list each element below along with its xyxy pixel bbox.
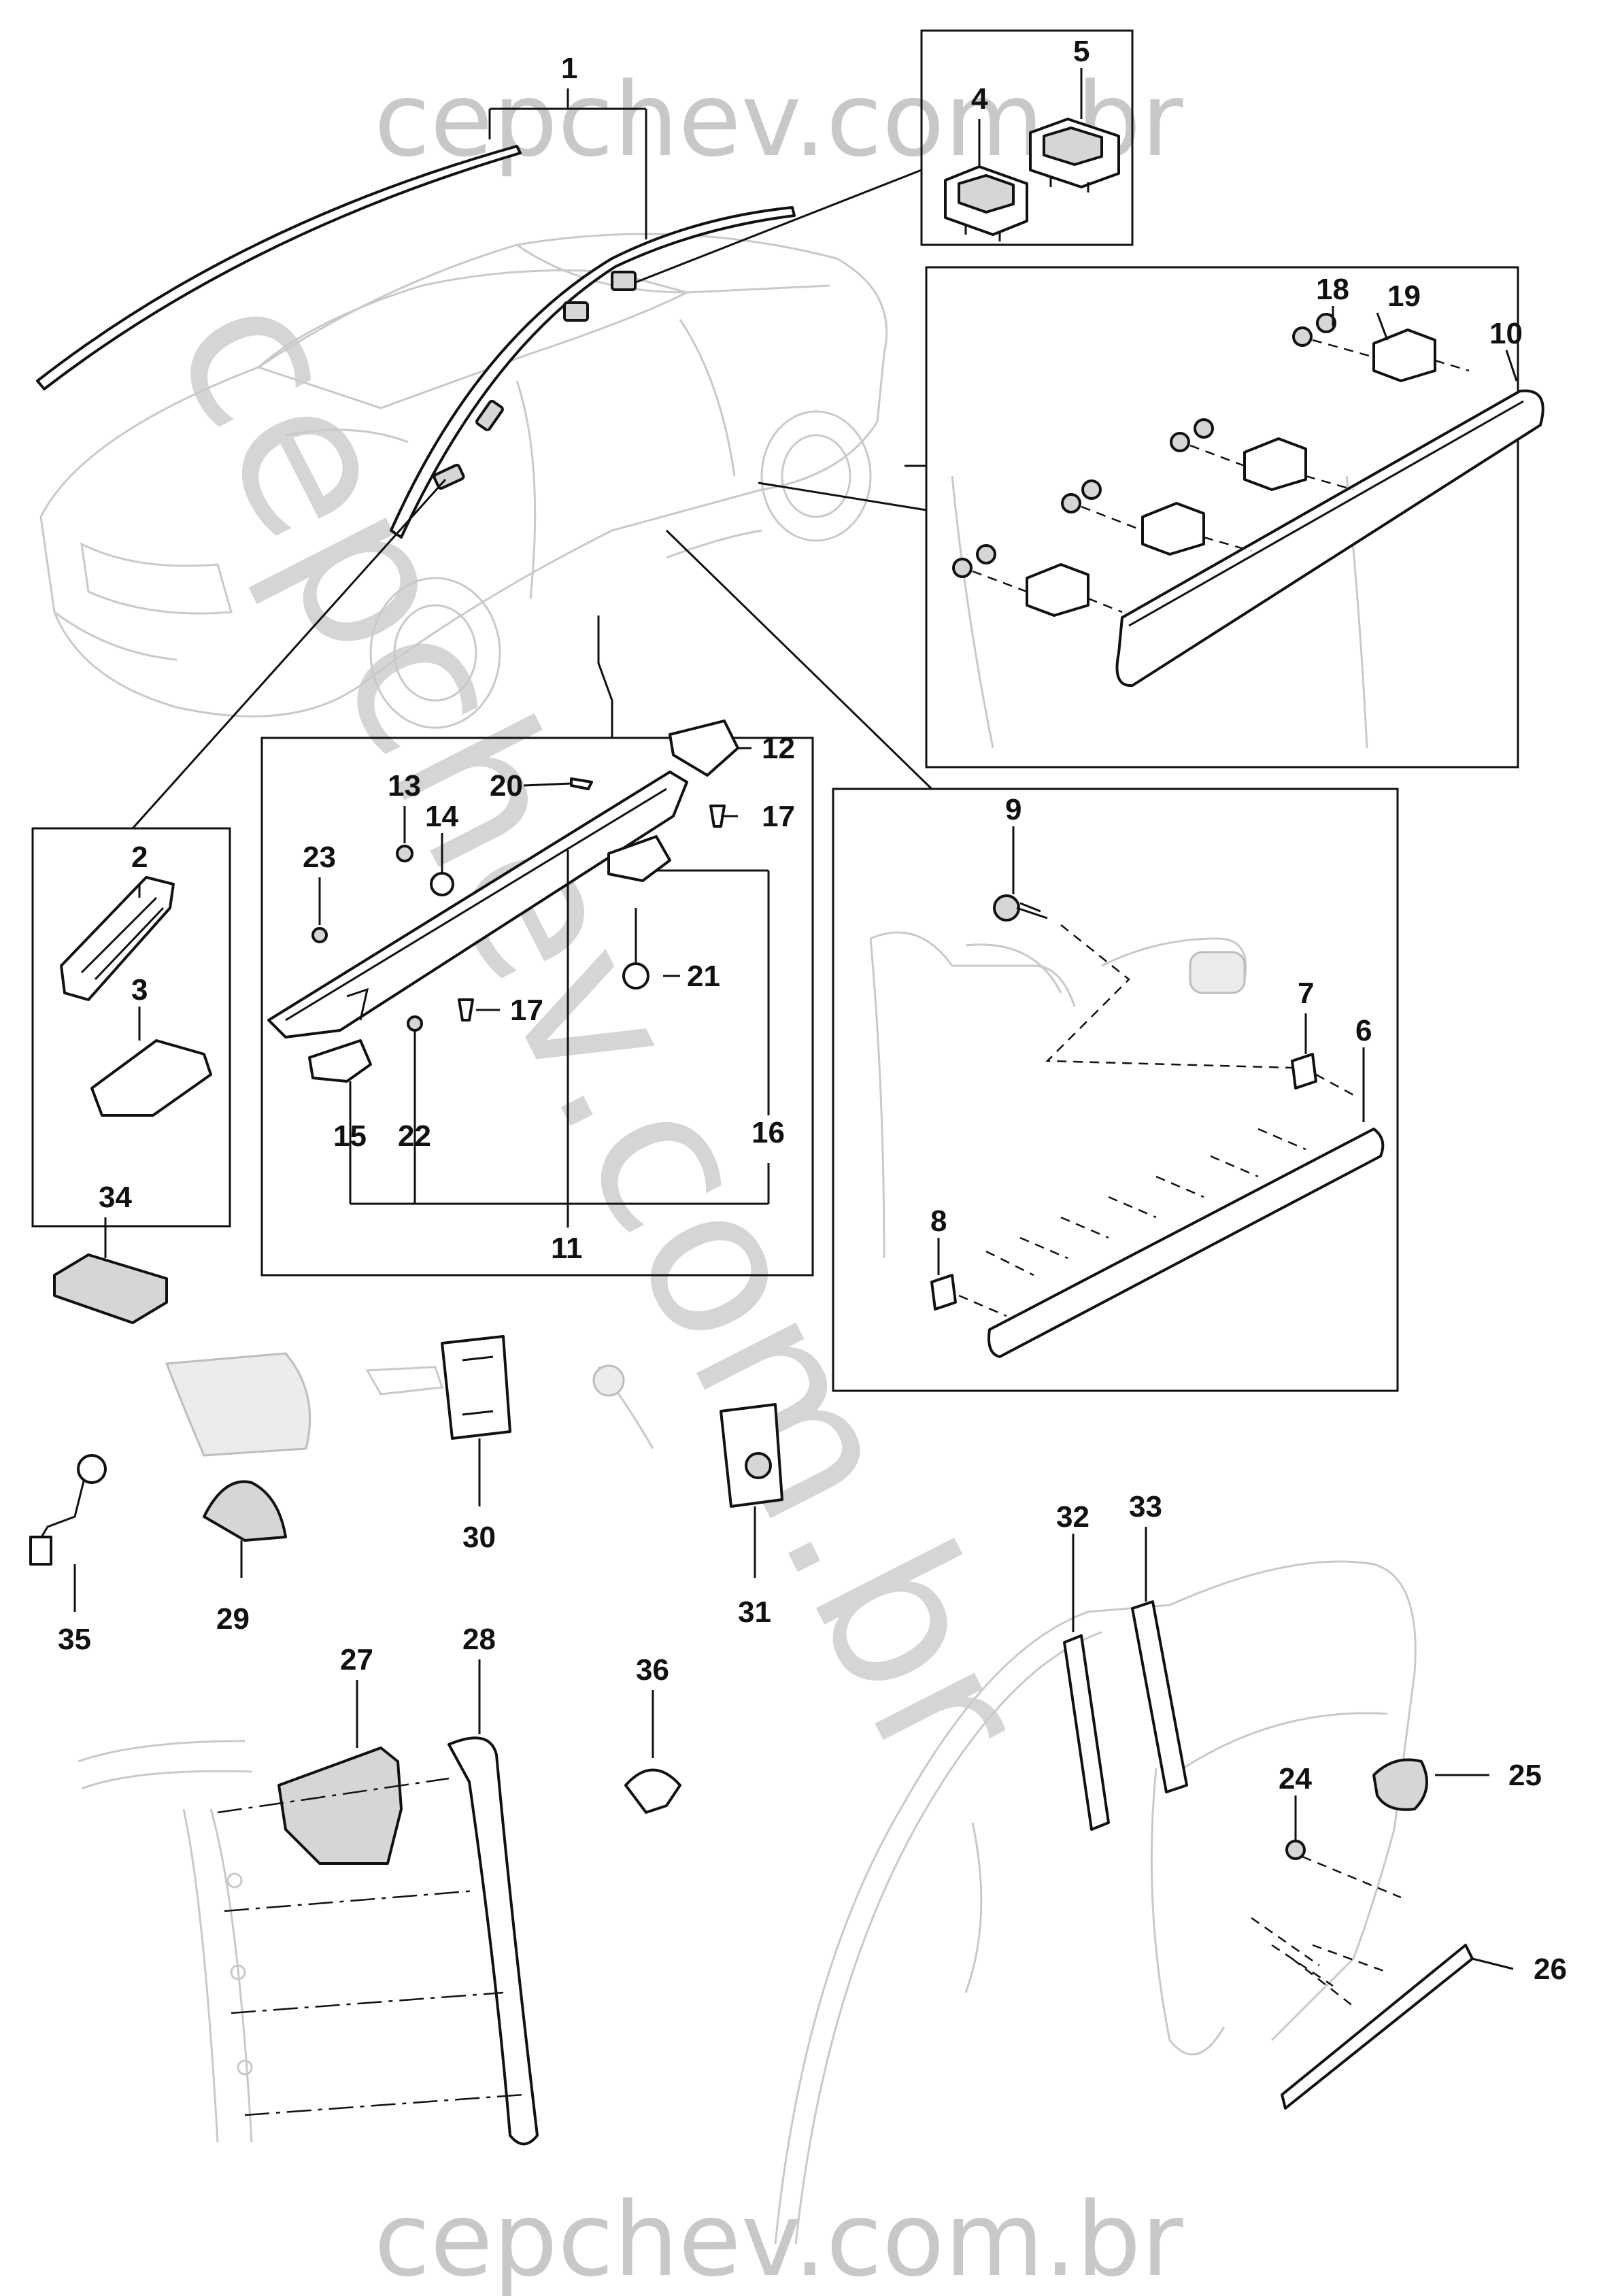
screws-18 — [952, 313, 1336, 578]
plug-36 — [624, 1768, 681, 1814]
bracket-12 — [669, 720, 739, 777]
car-ghost-illustration — [39, 233, 888, 729]
wire-35 — [29, 1454, 107, 1566]
seal-33 — [1131, 1600, 1188, 1793]
callout-2: 2 — [131, 841, 148, 874]
callout-13: 13 — [388, 769, 421, 803]
door-molding-26 — [1281, 1944, 1474, 2110]
callout-11: 11 — [551, 1232, 583, 1265]
callout-16: 16 — [751, 1116, 785, 1149]
callout-14: 14 — [425, 800, 458, 833]
clip-4 — [944, 165, 1028, 241]
callout-10: 10 — [1489, 317, 1523, 350]
callout-22: 22 — [398, 1119, 431, 1153]
small-fasteners — [311, 777, 726, 1032]
clip-3 — [90, 1039, 212, 1117]
callout-35: 35 — [58, 1623, 91, 1656]
callout-30: 30 — [462, 1521, 496, 1554]
callout-31: 31 — [738, 1596, 771, 1629]
callout-25: 25 — [1508, 1759, 1542, 1792]
fuel-door-25 — [1372, 1758, 1428, 1811]
clip-30 — [365, 1335, 511, 1440]
rear-door-ghost — [774, 1560, 1417, 2245]
clip-5 — [1029, 118, 1120, 192]
callout-20: 20 — [490, 769, 523, 803]
callout-5: 5 — [1073, 35, 1089, 68]
callout-26: 26 — [1534, 1953, 1567, 1986]
callout-3: 3 — [131, 973, 148, 1007]
detail-box-2-3 — [31, 827, 231, 1228]
callout-4: 4 — [971, 82, 988, 116]
pad-34 — [53, 1253, 168, 1324]
callout-17a: 17 — [762, 800, 795, 833]
callout-6: 6 — [1355, 1014, 1372, 1047]
callout-18: 18 — [1316, 273, 1349, 306]
side-molding-10 — [1115, 389, 1544, 688]
pillar-ghost — [78, 1740, 253, 2143]
callout-19: 19 — [1387, 280, 1421, 313]
retainers-19 — [1026, 328, 1436, 617]
callout-1: 1 — [561, 52, 577, 85]
door-molding-6 — [987, 1128, 1385, 1358]
callout-9: 9 — [1005, 793, 1021, 826]
callout-28: 28 — [462, 1623, 496, 1656]
clip-2 — [60, 876, 175, 1001]
clip-8 — [930, 1274, 957, 1311]
callout-21: 21 — [687, 960, 720, 993]
callout-24: 24 — [1279, 1762, 1312, 1795]
callout-23: 23 — [303, 841, 336, 874]
callout-7: 7 — [1298, 977, 1314, 1010]
detail-box-4-5 — [920, 29, 1134, 246]
seal-32 — [1063, 1634, 1110, 1831]
callout-27: 27 — [340, 1643, 373, 1676]
detail-box-6 — [832, 788, 1399, 1392]
grommet-29 — [203, 1480, 287, 1542]
callout-33: 33 — [1129, 1490, 1162, 1523]
callout-8: 8 — [930, 1204, 947, 1238]
clip-31 — [592, 1364, 783, 1508]
callout-15: 15 — [333, 1119, 367, 1153]
callout-17b: 17 — [510, 994, 543, 1027]
callout-12: 12 — [762, 732, 795, 765]
screw-24 — [1285, 1840, 1306, 1860]
watermark-bottom: cepchev.com.br — [374, 2181, 1183, 2296]
callout-36: 36 — [636, 1653, 669, 1687]
bracket-15 — [308, 1039, 372, 1083]
ghost-part-left — [165, 1352, 311, 1457]
callout-32: 32 — [1056, 1500, 1089, 1534]
trim-27 — [277, 1746, 403, 1865]
detail-box-10 — [925, 266, 1519, 769]
callout-34: 34 — [99, 1181, 132, 1214]
screw-9 — [993, 894, 1048, 922]
detail-box-11 — [260, 737, 814, 1277]
weatherstrip-28 — [447, 1736, 539, 2146]
watermark-diagonal: cepchev.com.br — [127, 254, 1074, 1806]
callout-29: 29 — [216, 1602, 250, 1636]
clip-7 — [1291, 1053, 1317, 1090]
